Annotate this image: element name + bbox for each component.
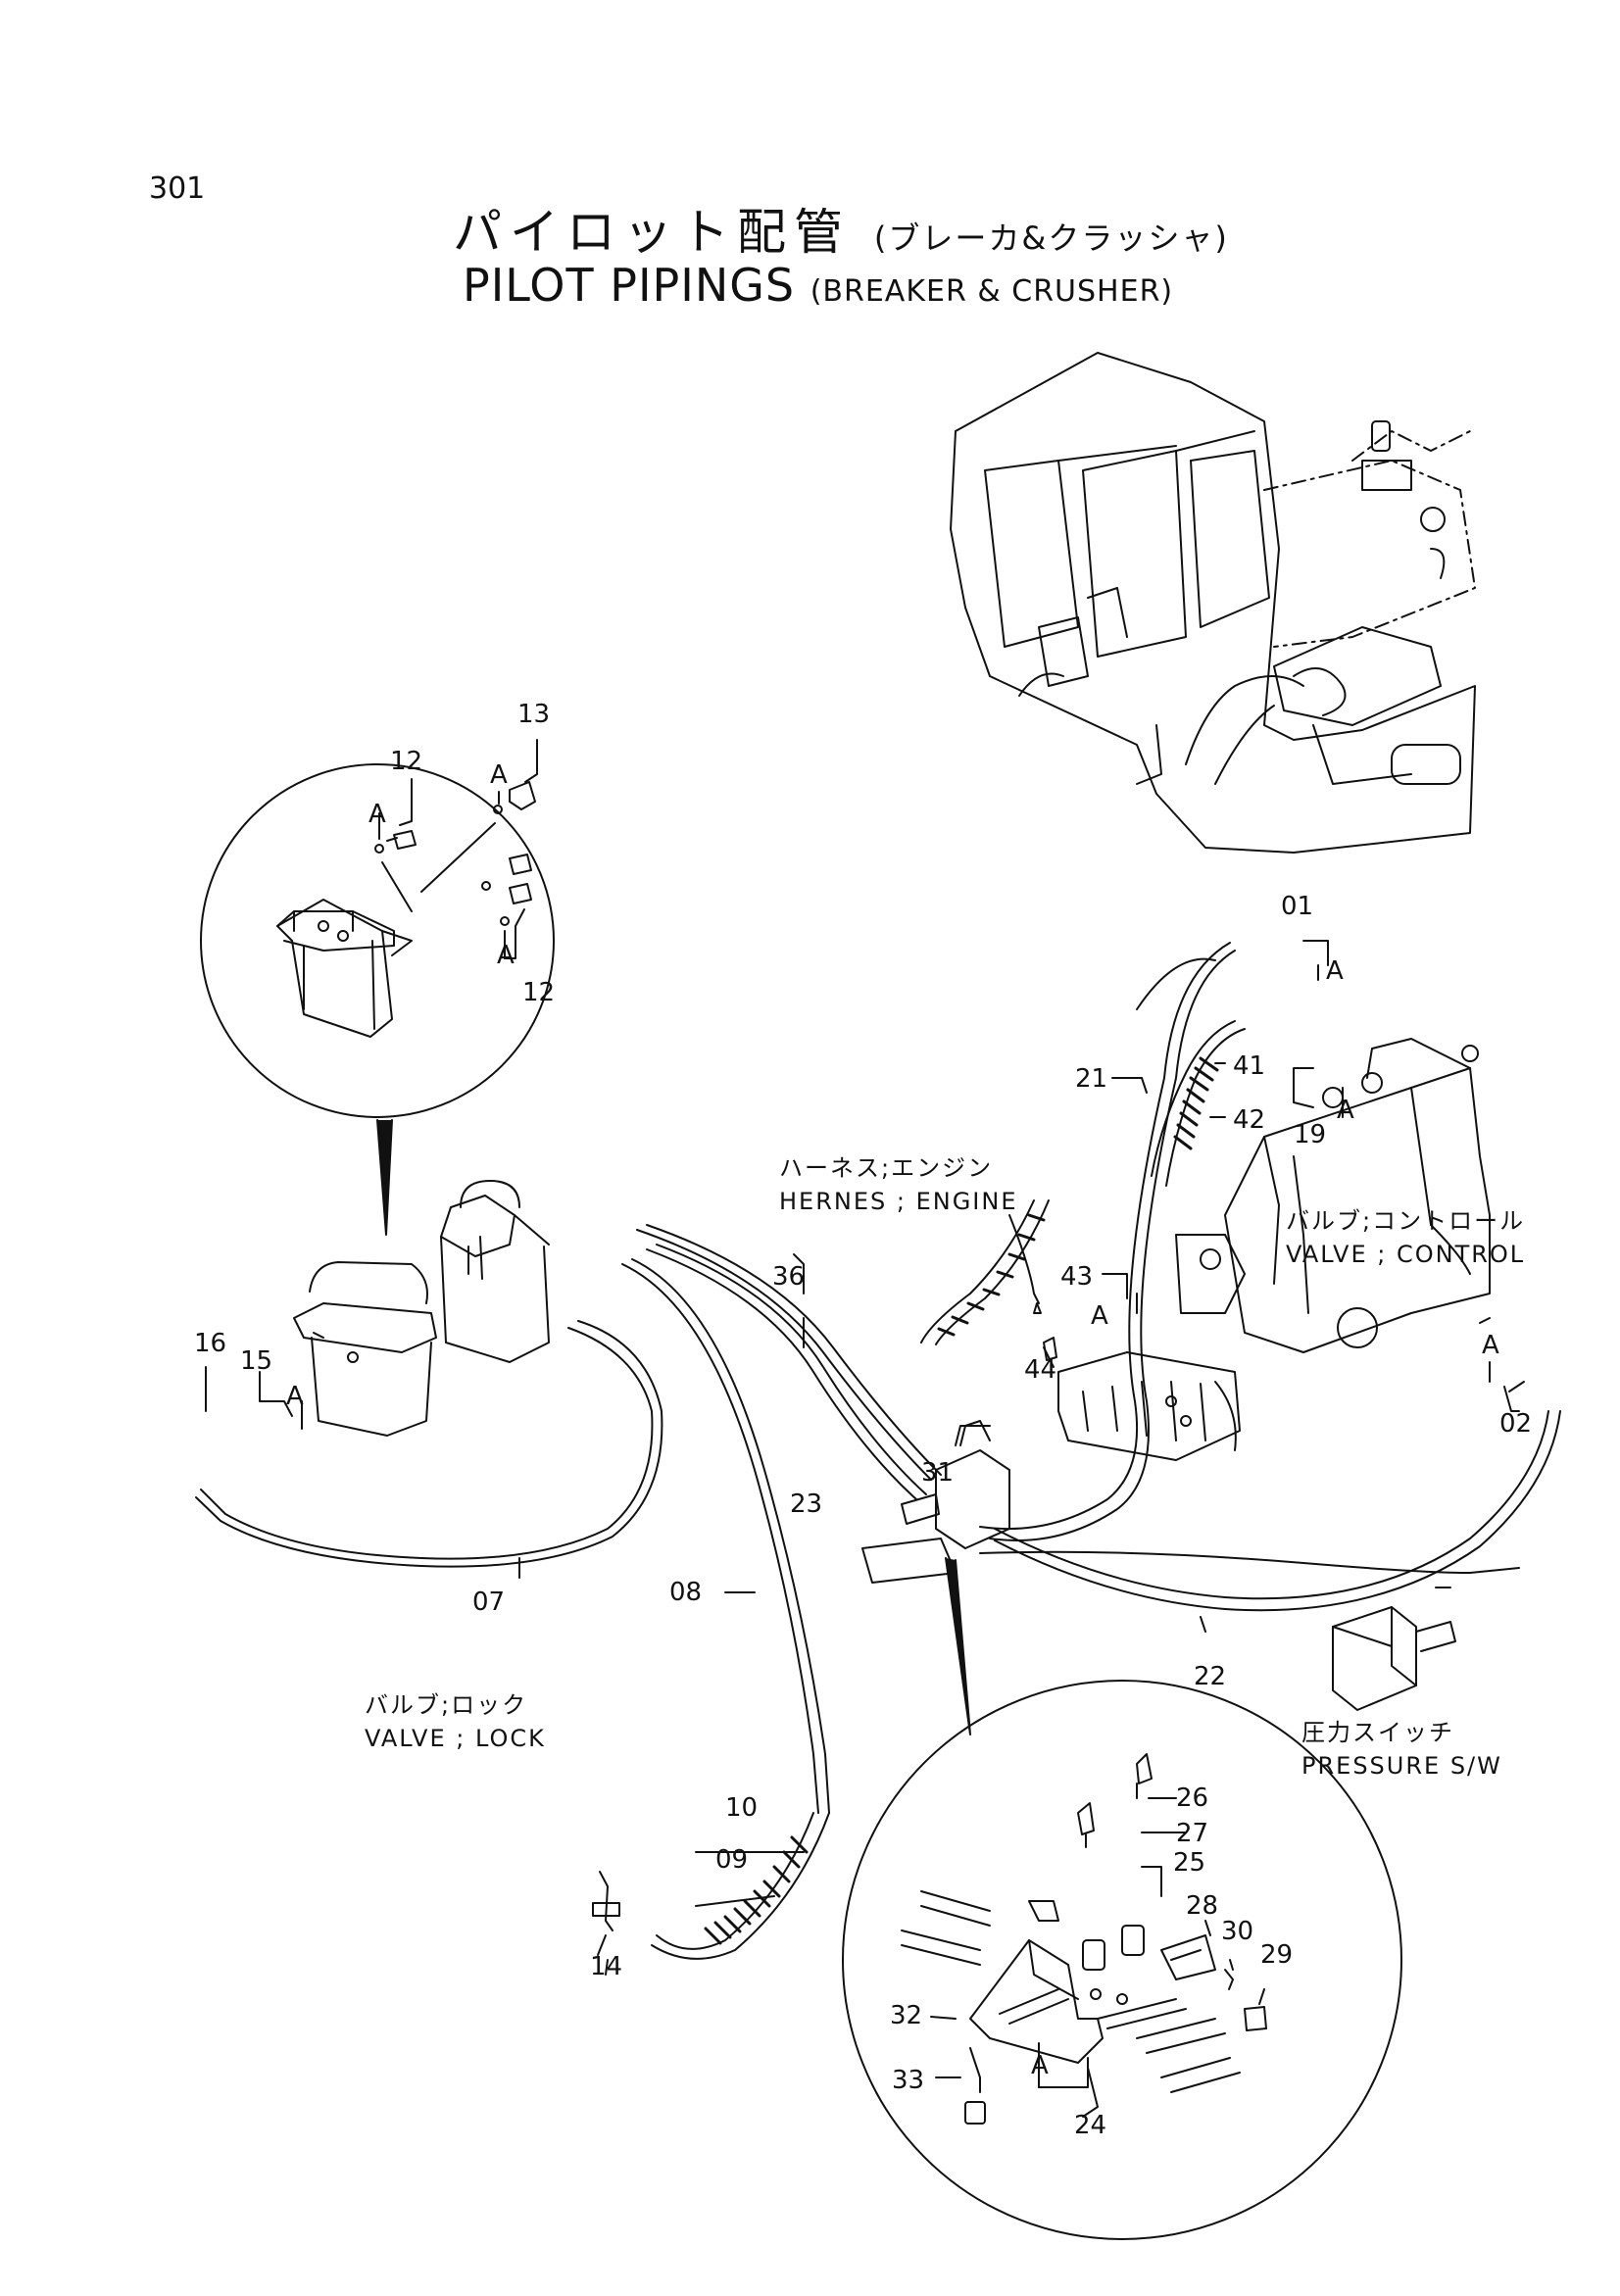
detail-circle-right bbox=[843, 1681, 1401, 2239]
label-pressure-sw-jp: 圧力スイッチ bbox=[1301, 1719, 1454, 1746]
part-number: 15 bbox=[240, 1346, 273, 1376]
part-number: 23 bbox=[790, 1490, 823, 1519]
part-number: 44 bbox=[1024, 1355, 1057, 1385]
title-japanese: パイロット配管 (ブレーカ&クラッシャ) bbox=[453, 208, 1229, 257]
control-valve bbox=[1176, 1039, 1490, 1352]
part-number: 43 bbox=[1060, 1262, 1094, 1292]
part-number: 27 bbox=[1176, 1819, 1209, 1848]
part-number: 36 bbox=[772, 1262, 806, 1292]
pressure-switch bbox=[1333, 1607, 1455, 1710]
title-en-sub: (BREAKER & CRUSHER) bbox=[810, 274, 1174, 309]
pilot-valves bbox=[294, 1181, 549, 1436]
manifold-block bbox=[862, 1421, 1009, 1734]
part-number: 01 bbox=[1281, 892, 1314, 921]
part-leaders bbox=[206, 941, 1524, 2087]
part-number: 41 bbox=[1233, 1051, 1266, 1081]
part-number: 31 bbox=[921, 1458, 955, 1488]
ref-a-label: A bbox=[368, 800, 386, 829]
ref-a-label: A bbox=[1091, 1301, 1108, 1331]
part-number: 07 bbox=[472, 1588, 506, 1617]
part-number: 24 bbox=[1074, 2111, 1107, 2140]
harness-engine bbox=[921, 1200, 1049, 1344]
label-pressure-sw-en: PRESSURE S/W bbox=[1301, 1752, 1502, 1780]
title-jp-main: パイロット配管 bbox=[453, 204, 851, 261]
ref-a-label: A bbox=[1031, 2051, 1049, 2080]
label-valve-lock-en: VALVE ; LOCK bbox=[365, 1725, 546, 1752]
part-number: 30 bbox=[1221, 1917, 1254, 1946]
valve-lock-fitting bbox=[593, 1872, 619, 1955]
part-number: 29 bbox=[1260, 1940, 1294, 1970]
part-number: 12 bbox=[522, 978, 556, 1007]
part-number: 32 bbox=[890, 2001, 923, 2030]
ref-a-label: A bbox=[286, 1382, 304, 1411]
part-number: 26 bbox=[1176, 1783, 1209, 1813]
ref-a-label: A bbox=[1326, 956, 1344, 986]
label-harness-en: HERNES ; ENGINE bbox=[779, 1188, 1018, 1215]
part-number: 22 bbox=[1194, 1662, 1227, 1691]
part-number: 10 bbox=[725, 1793, 759, 1823]
ref-a-label: A bbox=[490, 760, 508, 790]
title-en-main: PILOT PIPINGS bbox=[463, 259, 796, 312]
part-number: 19 bbox=[1294, 1120, 1327, 1149]
ref-a-label: A bbox=[1482, 1331, 1499, 1360]
part-number: 12 bbox=[390, 747, 423, 776]
detail-circle-left bbox=[201, 764, 554, 1235]
title-jp-sub: (ブレーカ&クラッシャ) bbox=[873, 220, 1229, 257]
part-number: 09 bbox=[715, 1845, 749, 1875]
title-english: PILOT PIPINGS (BREAKER & CRUSHER) bbox=[463, 263, 1173, 308]
part-number: 16 bbox=[194, 1329, 227, 1358]
part-number: 13 bbox=[517, 700, 551, 729]
valve-block bbox=[1044, 1338, 1240, 1460]
part-number: 14 bbox=[590, 1952, 623, 1981]
part-number: 25 bbox=[1173, 1848, 1206, 1878]
ref-a-label: A bbox=[497, 941, 515, 970]
part-number: 08 bbox=[669, 1578, 703, 1607]
part-number: 02 bbox=[1499, 1409, 1533, 1439]
label-valve-lock-jp: バルブ;ロック bbox=[365, 1691, 528, 1719]
part-number: 42 bbox=[1233, 1105, 1266, 1135]
leaders-left bbox=[379, 740, 537, 958]
label-harness-jp: ハーネス;エンジン bbox=[779, 1154, 994, 1182]
label-valve-control-jp: バルブ;コントロール bbox=[1286, 1207, 1526, 1235]
excavator-cab-illustration bbox=[951, 353, 1475, 853]
part-number: 33 bbox=[892, 2066, 925, 2095]
hoses bbox=[196, 943, 1560, 1959]
part-number: 28 bbox=[1186, 1891, 1219, 1921]
page-number: 301 bbox=[149, 171, 206, 206]
label-valve-control-en: VALVE ; CONTROL bbox=[1286, 1241, 1526, 1268]
part-number: 21 bbox=[1075, 1064, 1108, 1094]
ref-a-label: A bbox=[1337, 1096, 1354, 1125]
